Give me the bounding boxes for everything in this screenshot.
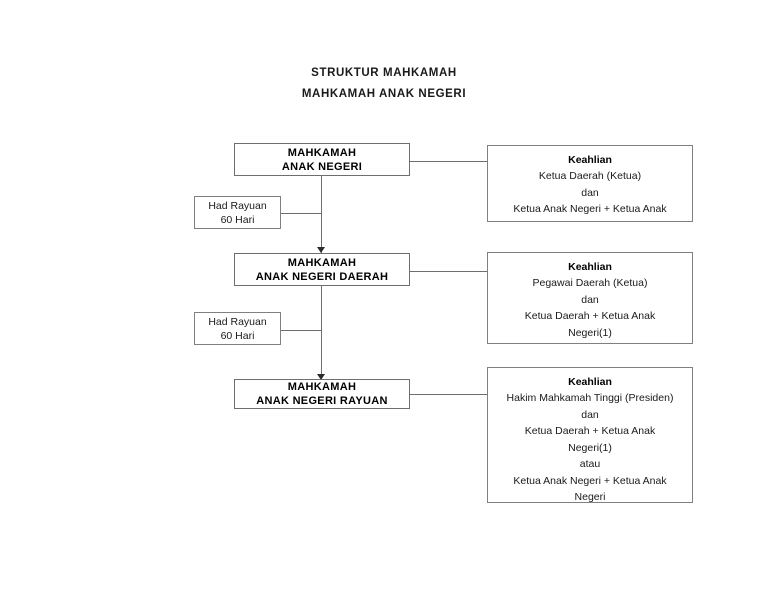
membership-panel-line: Negeri(1) bbox=[568, 326, 612, 339]
membership-panel-heading: Keahlian bbox=[568, 261, 612, 273]
membership-panel-heading: Keahlian bbox=[568, 154, 612, 166]
membership-panel-1[interactable]: Keahlian Ketua Daerah (Ketua) dan Ketua … bbox=[487, 145, 693, 222]
court-box-line-2: ANAK NEGERI RAYUAN bbox=[256, 395, 388, 407]
membership-panel-line: Ketua Anak Negeri + Ketua Anak bbox=[513, 474, 667, 487]
membership-panel-line: Ketua Daerah (Ketua) bbox=[538, 170, 642, 182]
court-box-line-2: ANAK NEGERI DAERAH bbox=[255, 270, 389, 283]
membership-panel-line: atau bbox=[579, 458, 601, 470]
membership-panel-line: dan bbox=[581, 293, 599, 306]
connector-court3-to-panel3 bbox=[409, 394, 487, 395]
connector-court1-to-court2 bbox=[321, 175, 322, 253]
membership-panel-line: Pegawai Daerah (Ketua) bbox=[532, 277, 648, 289]
court-box-line-1: MAHKAMAH bbox=[287, 256, 357, 269]
membership-panel-3[interactable]: Keahlian Hakim Mahkamah Tinggi (Presiden… bbox=[487, 367, 693, 503]
arrowhead-court2 bbox=[317, 247, 325, 253]
membership-panel-line: Negeri bbox=[574, 491, 606, 503]
connector-court2-to-panel2 bbox=[409, 271, 487, 272]
connector-appeal-limit-2 bbox=[280, 330, 322, 331]
membership-panel-line: Ketua Anak Negeri + Ketua Anak bbox=[513, 203, 667, 215]
court-box-line-2: ANAK NEGERI bbox=[281, 160, 363, 173]
court-box-mahkamah-anak-negeri-rayuan[interactable]: MAHKAMAH ANAK NEGERI RAYUAN bbox=[234, 379, 410, 409]
court-box-mahkamah-anak-negeri[interactable]: MAHKAMAH ANAK NEGERI bbox=[234, 143, 410, 176]
court-box-mahkamah-anak-negeri-daerah[interactable]: MAHKAMAH ANAK NEGERI DAERAH bbox=[234, 253, 410, 286]
appeal-limit-line-2: 60 Hari bbox=[220, 213, 255, 226]
membership-panel-line: dan bbox=[581, 186, 599, 199]
appeal-limit-line-2: 60 Hari bbox=[220, 329, 255, 342]
page-title-line-1: STRUKTUR MAHKAMAH bbox=[311, 67, 457, 79]
page-title-line-2: MAHKAMAH ANAK NEGERI bbox=[301, 88, 467, 100]
court-box-line-1: MAHKAMAH bbox=[287, 146, 357, 159]
membership-panel-line: atau bbox=[496, 341, 684, 343]
membership-panel-line: Ketua Daerah + Ketua Anak bbox=[524, 310, 656, 322]
membership-panel-line: dan bbox=[581, 408, 599, 421]
connector-court2-to-court3 bbox=[321, 285, 322, 381]
membership-panel-heading: Keahlian bbox=[568, 376, 612, 388]
membership-panel-line: Ketua Daerah + Ketua Anak bbox=[524, 425, 656, 437]
page-title: STRUKTUR MAHKAMAH MAHKAMAH ANAK NEGERI bbox=[0, 63, 768, 105]
appeal-limit-line-1: Had Rayuan bbox=[208, 315, 267, 328]
membership-panel-line: Negeri(1) bbox=[568, 441, 612, 454]
arrowhead-court3 bbox=[317, 374, 325, 380]
connector-appeal-limit-1 bbox=[280, 213, 322, 214]
membership-panel-line: Negeri bbox=[496, 218, 684, 222]
appeal-limit-box-1[interactable]: Had Rayuan 60 Hari bbox=[194, 196, 281, 229]
court-box-line-1: MAHKAMAH bbox=[287, 381, 357, 393]
appeal-limit-line-1: Had Rayuan bbox=[208, 199, 267, 212]
membership-panel-line: Hakim Mahkamah Tinggi (Presiden) bbox=[506, 392, 674, 404]
membership-panel-2[interactable]: Keahlian Pegawai Daerah (Ketua) dan Ketu… bbox=[487, 252, 693, 344]
connector-court1-to-panel1 bbox=[409, 161, 487, 162]
appeal-limit-box-2[interactable]: Had Rayuan 60 Hari bbox=[194, 312, 281, 345]
